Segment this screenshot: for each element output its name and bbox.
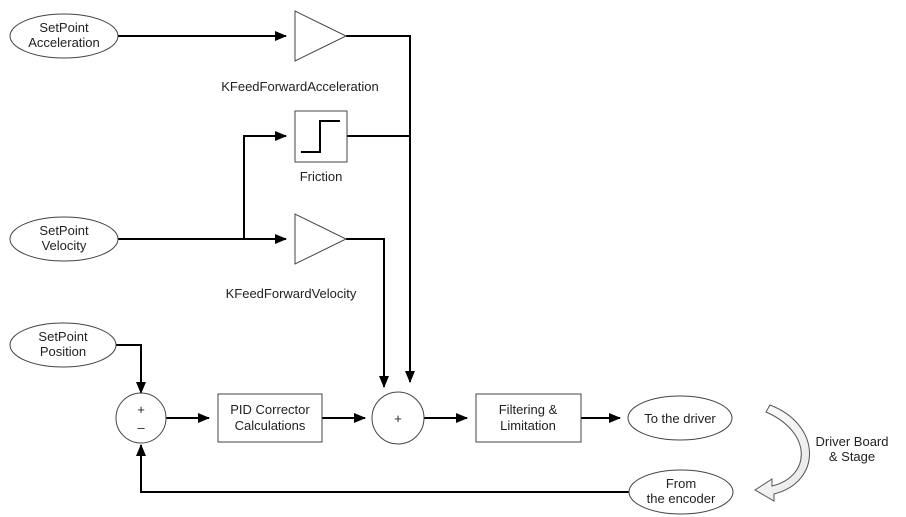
setpoint-acceleration-line1: SetPoint [39,20,89,35]
from-encoder-node: From the encoder [628,469,734,515]
setpoint-velocity-node: SetPoint Velocity [9,216,119,262]
friction-block [294,110,348,163]
pid-label-line2: Calculations [235,418,306,433]
filtering-limitation-block: Filtering & Limitation [475,393,582,443]
wire-encoder-feedback [136,444,629,493]
summing-junction-error: + – [115,392,167,444]
pid-corrector-block: PID Corrector Calculations [217,393,323,443]
setpoint-acceleration-line2: Acceleration [28,35,100,50]
sum-error-plus: + [137,402,145,417]
sum-output-plus: + [394,411,402,426]
sum-error-minus: – [137,420,145,435]
setpoint-position-line2: Position [40,344,86,359]
summing-junction-output: + [371,391,425,445]
wire-velocity-to-friction [243,131,287,239]
to-driver-label: To the driver [644,411,716,426]
friction-label: Friction [300,169,343,184]
to-driver-node: To the driver [627,395,733,441]
kff-acceleration-gain [294,10,348,62]
kff-velocity-gain [294,213,348,265]
pid-label-line1: PID Corrector [230,402,310,417]
wire-accel-gain-to-sum [346,35,415,383]
driver-board-curved-arrow [754,404,810,502]
setpoint-acceleration-node: SetPoint Acceleration [9,13,119,59]
wire-velocity-gain-to-sum [346,238,389,388]
wire-position-to-sum [116,344,146,394]
from-encoder-line1: From [666,476,696,491]
filter-label-line2: Limitation [500,418,556,433]
setpoint-velocity-line1: SetPoint [39,223,89,238]
setpoint-position-node: SetPoint Position [9,322,117,368]
kff-acceleration-label: KFeedForwardAcceleration [221,79,379,94]
driver-board-label-line1: Driver Board [816,434,889,449]
setpoint-position-line1: SetPoint [38,329,88,344]
friction-step-icon [301,120,340,153]
driver-board-label-line2: & Stage [829,449,875,464]
from-encoder-line2: the encoder [647,491,716,506]
kff-velocity-label: KFeedForwardVelocity [226,286,357,301]
filter-label-line1: Filtering & [499,402,558,417]
setpoint-velocity-line2: Velocity [42,238,87,253]
